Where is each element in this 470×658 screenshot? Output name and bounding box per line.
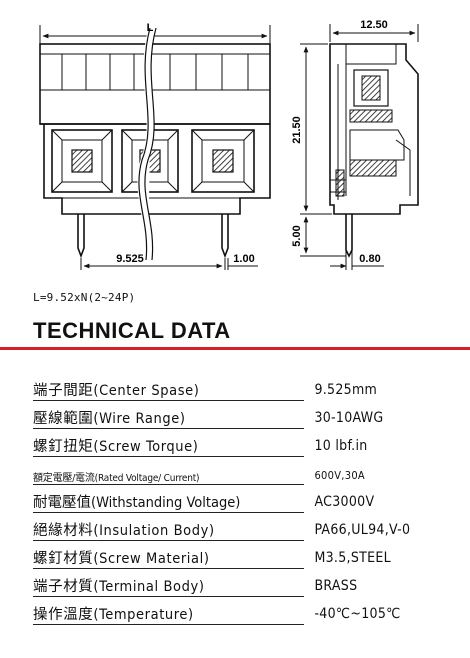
spec-row: 端子間距(Center Spase) 9.525mm bbox=[33, 372, 443, 401]
spec-row: 絕緣材料(Insulation Body) PA66,UL94,V-0 bbox=[33, 512, 443, 541]
front-view bbox=[39, 25, 271, 270]
length-formula: L=9.52xN(2~24P) bbox=[33, 291, 136, 304]
spec-row: 壓線範圍(Wire Range) 30-10AWG bbox=[33, 400, 443, 429]
spec-value: 600V,30A bbox=[314, 469, 365, 482]
spec-row: 端子材質(Terminal Body) BRASS bbox=[33, 568, 443, 597]
spec-value: 30-10AWG bbox=[314, 410, 384, 426]
spec-label: 耐電壓值(Withstanding Voltage) bbox=[33, 484, 305, 513]
spec-value: BRASS bbox=[314, 578, 358, 594]
spec-value: 10 lbf.in bbox=[314, 438, 368, 454]
spec-row: 操作溫度(Temperature) -40℃~105℃ bbox=[33, 596, 443, 625]
spec-label: 額定電壓/電流(Rated Voltage/ Current) bbox=[33, 456, 305, 485]
section-heading: TECHNICAL DATA bbox=[33, 318, 231, 343]
spec-value: 9.525mm bbox=[314, 382, 378, 398]
spec-table: 端子間距(Center Spase) 9.525mm 壓線範圍(Wire Ran… bbox=[33, 372, 443, 625]
spec-row: 螺釘材質(Screw Material) M3.5,STEEL bbox=[33, 540, 443, 569]
spec-label: 操作溫度(Temperature) bbox=[33, 596, 305, 625]
spec-label: 端子材質(Terminal Body) bbox=[33, 568, 305, 597]
dim-height-label: 21.50 bbox=[291, 116, 303, 144]
spec-label: 螺釘材質(Screw Material) bbox=[33, 540, 305, 569]
spec-row: 額定電壓/電流(Rated Voltage/ Current) 600V,30A bbox=[33, 456, 443, 485]
spec-label: 壓線範圍(Wire Range) bbox=[33, 400, 305, 429]
heading-divider bbox=[0, 347, 470, 350]
spec-value: -40℃~105℃ bbox=[314, 606, 401, 622]
dim-width-label: 12.50 bbox=[360, 19, 388, 31]
spec-row: 螺釘扭矩(Screw Torque) 10 lbf.in bbox=[33, 428, 443, 457]
dim-length-label: L bbox=[147, 22, 154, 34]
side-view bbox=[300, 24, 419, 270]
spec-label: 絕緣材料(Insulation Body) bbox=[33, 512, 305, 541]
technical-drawing: L 9.525 1.00 12.50 21 bbox=[39, 19, 419, 270]
dim-pin-length-label: 5.00 bbox=[291, 225, 303, 246]
spec-value: PA66,UL94,V-0 bbox=[314, 522, 411, 538]
spec-row: 耐電壓值(Withstanding Voltage) AC3000V bbox=[33, 484, 443, 513]
spec-value: M3.5,STEEL bbox=[314, 550, 391, 566]
dim-pin-thickness-label: 0.80 bbox=[359, 253, 380, 265]
dim-pitch-label: 9.525 bbox=[116, 253, 144, 265]
dim-pin-dia-label: 1.00 bbox=[233, 253, 254, 265]
spec-label: 端子間距(Center Spase) bbox=[33, 372, 305, 401]
spec-value: AC3000V bbox=[314, 494, 375, 510]
spec-label: 螺釘扭矩(Screw Torque) bbox=[33, 428, 305, 457]
